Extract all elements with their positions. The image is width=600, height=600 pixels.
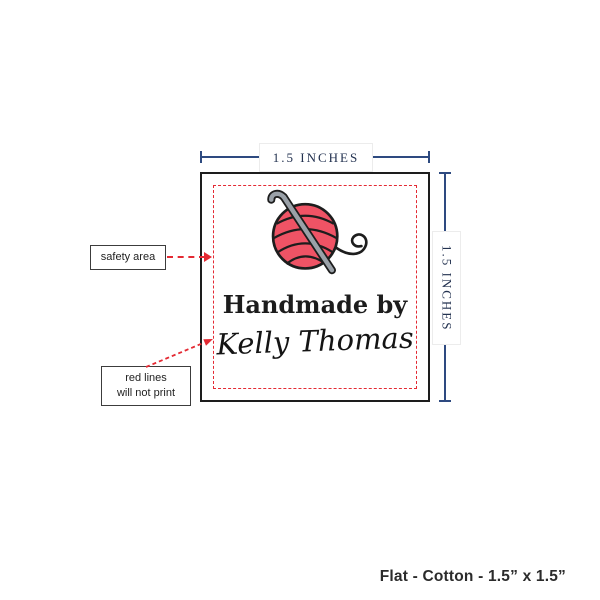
label-preview: Handmade by Kelly Thomas [200,172,430,402]
red-lines-callout-line1: red lines [125,372,167,385]
safety-area-arrow-line [167,256,205,258]
width-dimension-label: 1.5 INCHES [259,143,373,172]
width-dimension-left-cap [200,151,202,163]
red-lines-arrow [145,339,213,368]
safety-area-callout: safety area [90,245,166,270]
height-dimension-top-cap [439,172,451,174]
height-dimension-bottom-cap [439,400,451,402]
safety-area-border [213,185,417,389]
red-lines-callout: red lines will not print [101,366,191,406]
safety-area-callout-text: safety area [100,251,156,264]
width-dimension-right-cap [428,151,430,163]
label-heading-text: Handmade by [222,290,408,319]
safety-area-arrowhead [204,252,212,262]
red-lines-callout-line2: will not print [116,387,176,399]
product-caption: Flat - Cotton - 1.5” x 1.5” [379,568,566,585]
yarn-ball-crochet-hook-icon [257,188,373,286]
height-dimension-label: 1.5 INCHES [432,231,461,345]
